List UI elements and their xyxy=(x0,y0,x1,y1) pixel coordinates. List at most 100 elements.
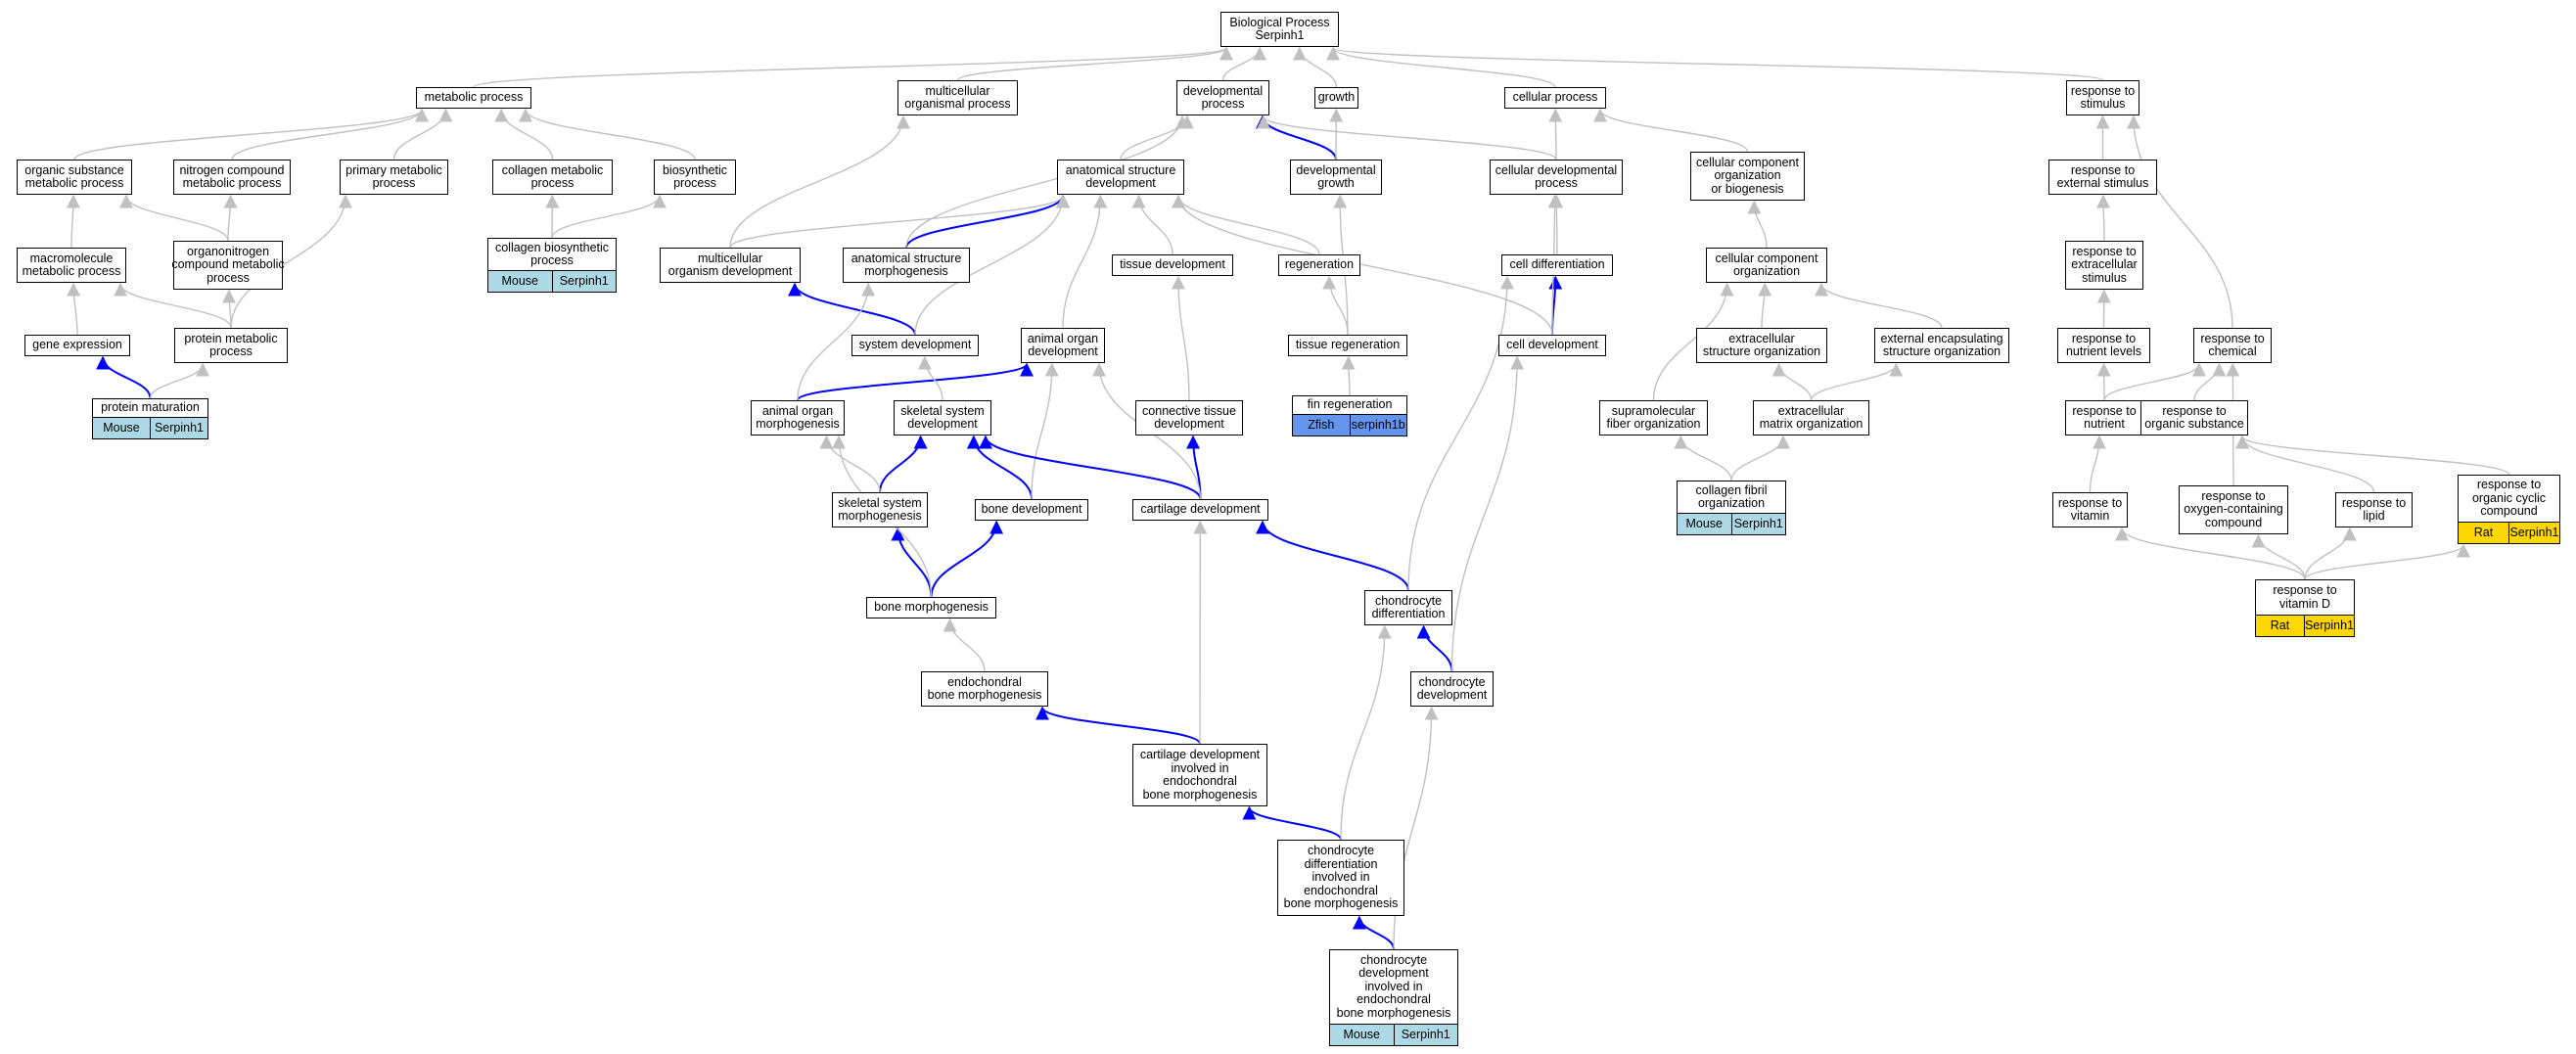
edge-resp_nutrient-to-resp_chemical xyxy=(2103,362,2206,401)
go-term-label: response to organic substance xyxy=(2144,403,2244,431)
go-term-chondrocyte-development: chondrocyte development xyxy=(1410,671,1494,707)
go-term-skeletal-system-morphogenesis: skeletal system morphogenesis xyxy=(832,492,928,527)
edge-chondro_dev-to-chondro_diff xyxy=(1416,624,1453,672)
go-term-biosynthetic-process: biosynthetic process xyxy=(654,160,736,195)
gene-label: Serpinh1 xyxy=(150,418,207,438)
edge-org_sub-to-metabolic xyxy=(73,108,429,160)
go-term-label: collagen biosynthetic process xyxy=(494,240,610,267)
go-term-cartilage-development-involved-in-endochondral-bone-morphogenesis: cartilage development involved in endoch… xyxy=(1132,744,1267,806)
edge-resp_lipid-to-resp_org_sub xyxy=(2235,435,2375,493)
gene-label: Serpinh1 xyxy=(2508,523,2559,543)
go-term-chondrocyte-differentiation: chondrocyte differentiation xyxy=(1364,590,1452,625)
edge-cell_dev_proc-to-developmental xyxy=(1257,115,1557,160)
go-term-label: extracellular matrix organization xyxy=(1759,403,1863,431)
go-term-label: anatomical structure development xyxy=(1065,162,1176,190)
go-term-tissue-development: tissue development xyxy=(1112,254,1233,276)
species-label: Mouse xyxy=(1685,516,1724,530)
go-term-label: external encapsulating structure organiz… xyxy=(1880,331,2003,358)
go-term-response-to-external-stimulus: response to external stimulus xyxy=(2048,160,2157,195)
go-term-label: chondrocyte development xyxy=(1416,674,1488,702)
go-term-label: anatomical structure morphogenesis xyxy=(851,251,962,278)
go-term-animal-organ-morphogenesis: animal organ morphogenesis xyxy=(751,400,845,435)
species-label: Mouse xyxy=(501,273,539,288)
go-term-label: protein metabolic process xyxy=(184,331,278,358)
species-label: Mouse xyxy=(1343,1027,1381,1041)
go-term-label: nitrogen compound metabolic process xyxy=(179,162,285,190)
go-term-label: response to nutrient levels xyxy=(2065,331,2142,358)
edge-animal_organ_morph-to-animal_organ_dev xyxy=(797,362,1034,401)
go-term-label: tissue development xyxy=(1120,257,1225,272)
go-term-label: primary metabolic process xyxy=(345,162,442,190)
go-term-label: organonitrogen compound metabolic proces… xyxy=(171,244,285,285)
go-term-anatomical-structure-morphogenesis: anatomical structure morphogenesis xyxy=(843,248,970,283)
go-term-label: skeletal system morphogenesis xyxy=(838,495,922,523)
edge-organonitrogen-to-nitrogen xyxy=(223,194,238,242)
edge-resp_vitD-to-resp_vitamin xyxy=(2115,527,2306,580)
go-term-label: cartilage development xyxy=(1140,502,1261,517)
go-term-label: response to chemical xyxy=(2200,331,2265,358)
go-term-label: metabolic process xyxy=(424,90,524,105)
go-term-label: response to lipid xyxy=(2341,495,2407,523)
go-term-organic-substance-metabolic-process: organic substance metabolic process xyxy=(17,160,132,195)
go-term-bone-development: bone development xyxy=(975,499,1088,521)
edge-resp_org_sub-to-resp_chemical xyxy=(2193,362,2227,401)
edge-growth-to-bp xyxy=(1292,46,1338,88)
edge-resp_extracell-to-resp_ext xyxy=(2096,194,2111,242)
go-term-system-development: system development xyxy=(851,335,979,356)
edge-bone_dev-to-skeletal_sys_dev xyxy=(966,435,1033,500)
edge-chondro_diff-to-cell_diff xyxy=(1407,275,1514,591)
edge-resp_vitamin-to-resp_nutrient xyxy=(2089,435,2106,493)
go-term-cellular-component-organization-or-biogenesis: cellular component organization or bioge… xyxy=(1690,152,1805,201)
edge-collagen_bio-to-biosynthetic xyxy=(551,194,667,239)
go-term-label: Biological Process Serpinh1 xyxy=(1229,15,1330,42)
species-label: Rat xyxy=(2473,525,2494,539)
go-term-developmental-growth: developmental growth xyxy=(1290,160,1382,195)
go-term-collagen-metabolic-process: collagen metabolic process xyxy=(492,160,613,195)
go-term-label: response to nutrient xyxy=(2072,403,2137,431)
edge-anat_morph-to-anat_dev xyxy=(905,194,1070,249)
go-term-label: developmental growth xyxy=(1296,162,1376,190)
go-term-label: cartilage development involved in endoch… xyxy=(1139,748,1261,802)
go-term-gene-expression: gene expression xyxy=(24,335,130,356)
edge-cco-to-ccob xyxy=(1747,200,1768,249)
go-term-macromolecule-metabolic-process: macromolecule metabolic process xyxy=(17,248,126,283)
go-term-label: collagen fibril organization xyxy=(1695,482,1768,510)
edge-skeletal_sys_morph-to-animal_organ_morph xyxy=(819,435,881,493)
go-term-cellular-process: cellular process xyxy=(1504,87,1606,109)
edge-gene_expr-to-macromolecule xyxy=(67,282,81,336)
go-term-label: extracellular structure organization xyxy=(1702,331,1821,358)
edge-connective_dev-to-tissue_dev xyxy=(1171,275,1190,401)
edge-cell_diff-to-cell_dev_proc xyxy=(1549,194,1564,255)
go-term-response-to-nutrient-levels: response to nutrient levels xyxy=(2057,328,2150,363)
go-term-label: supramolecular fiber organization xyxy=(1606,403,1701,431)
go-term-label: animal organ development xyxy=(1027,331,1099,358)
edge-endo_bone_morph-to-bone_morph xyxy=(943,618,986,672)
edge-ccob-to-cellular xyxy=(1593,108,1749,153)
edge-cart_dev_endo-to-endo_bone_morph xyxy=(1035,706,1201,745)
edge-ecm_org-to-ext_encaps xyxy=(1810,362,1904,401)
go-term-label: system development xyxy=(858,338,972,352)
go-term-label: bone morphogenesis xyxy=(874,600,989,615)
edge-tissue_dev-to-anat_dev xyxy=(1131,194,1173,255)
edge-bone_morph-to-bone_dev xyxy=(930,520,1004,598)
edge-chondro_diff-to-cartilage_dev xyxy=(1256,520,1409,591)
go-term-regeneration: regeneration xyxy=(1278,254,1360,276)
edge-ext_encaps-to-cco xyxy=(1815,282,1943,329)
go-term-label: developmental process xyxy=(1182,83,1264,111)
go-term-label: cell development xyxy=(1506,338,1598,352)
go-term-label: growth xyxy=(1317,90,1356,105)
go-term-label: chondrocyte differentiation xyxy=(1371,593,1446,620)
go-term-multicellular-organismal-process: multicellular organismal process xyxy=(897,80,1018,115)
go-term-label: cell differentiation xyxy=(1509,257,1605,272)
go-term-label: collagen metabolic process xyxy=(501,162,604,190)
edge-cartilage_dev-to-skeletal_sys_dev xyxy=(979,435,1202,500)
edge-animal_organ_morph-to-anat_morph xyxy=(797,282,876,401)
go-term-animal-organ-development: animal organ development xyxy=(1021,328,1105,363)
go-term-response-to-oxygen-containing-compound: response to oxygen-containing compound xyxy=(2179,485,2288,534)
